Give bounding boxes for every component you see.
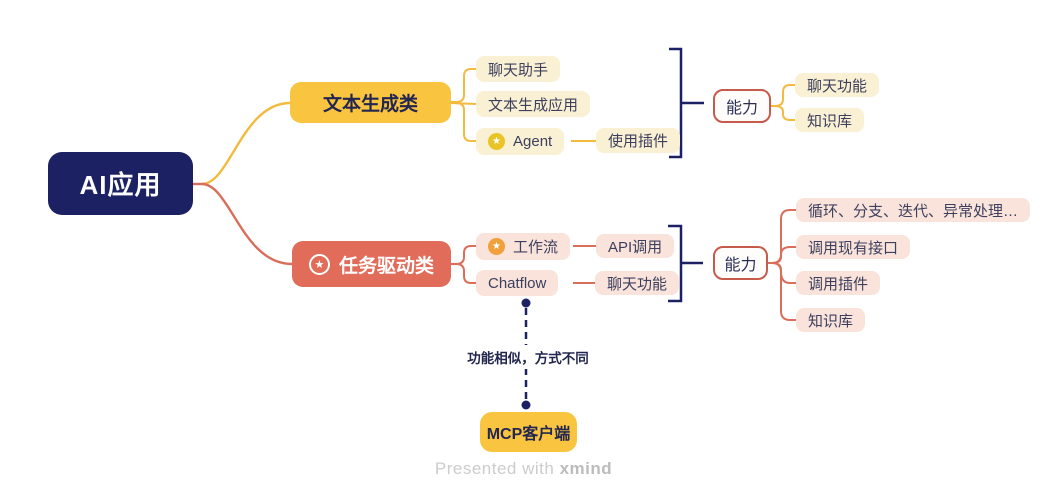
- capability-2-label: 能力: [724, 257, 757, 274]
- subtopic-chatflow[interactable]: Chatflow: [476, 270, 559, 296]
- subtopic-chat-assistant-label: 聊天助手: [488, 61, 549, 79]
- relationship-label-text: 功能相似，方式不同: [467, 351, 589, 366]
- subtopic-agent-label: Agent: [513, 133, 553, 150]
- capability-1-item-chat-feature[interactable]: 聊天功能: [795, 73, 880, 97]
- main-topic-text-gen[interactable]: 文本生成类: [290, 82, 451, 123]
- capability-2-item-existing-api-label: 调用现有接口: [808, 239, 899, 257]
- capability-1-label: 能力: [725, 100, 758, 117]
- subtopic-text-gen-app[interactable]: 文本生成应用: [476, 91, 591, 117]
- subtopic-api-call-label: API调用: [608, 238, 663, 256]
- subtopic-chatflow-chat-feature-label: 聊天功能: [607, 275, 668, 293]
- summary-topic-capability-2[interactable]: 能力: [713, 246, 768, 280]
- connector-textgen-to-agent: [451, 102, 476, 142]
- star-glyph: ★: [492, 136, 501, 147]
- floating-topic-mcp-client-label: MCP客户端: [486, 426, 571, 443]
- capability-2-item-knowledge-base-label: 知识库: [808, 312, 854, 330]
- subtopic-chatflow-chat-feature[interactable]: 聊天功能: [595, 271, 680, 295]
- subtopic-use-plugin-label: 使用插件: [608, 133, 669, 150]
- capability-1-item-knowledge-base[interactable]: 知识库: [795, 108, 865, 132]
- star-icon: ★: [488, 133, 505, 150]
- relationship-label[interactable]: 功能相似，方式不同: [460, 345, 596, 369]
- capability-2-item-call-plugin-label: 调用插件: [808, 275, 869, 293]
- relationship-dot-bottom: [521, 400, 531, 410]
- watermark-brand: xmind: [559, 459, 613, 478]
- main-topic-task-driven[interactable]: ★ 任务驱动类: [292, 241, 451, 287]
- watermark: Presented with xmind: [0, 459, 1047, 479]
- subtopic-use-plugin[interactable]: 使用插件: [596, 128, 681, 153]
- capability-2-item-existing-api[interactable]: 调用现有接口: [796, 235, 911, 259]
- capability-2-item-loop-branch-label: 循环、分支、迭代、异常处理…: [808, 202, 1019, 220]
- main-topic-task-driven-label: 任务驱动类: [338, 255, 434, 277]
- subtopic-workflow-label: 工作流: [513, 239, 559, 256]
- capability-1-item-chat-feature-label: 聊天功能: [807, 77, 868, 95]
- summary-topic-capability-1[interactable]: 能力: [713, 89, 771, 123]
- floating-topic-mcp-client[interactable]: MCP客户端: [480, 412, 577, 452]
- star-glyph: ★: [314, 258, 325, 271]
- connector-cap1-to-kb: [771, 105, 795, 121]
- capability-2-item-loop-branch[interactable]: 循环、分支、迭代、异常处理…: [796, 198, 1031, 222]
- connector-root-to-text-gen: [201, 101, 291, 186]
- capability-1-item-knowledge-base-label: 知识库: [807, 112, 853, 130]
- connector-cap1-to-chatfeature: [771, 84, 795, 107]
- star-icon: ★: [488, 238, 505, 255]
- subtopic-workflow[interactable]: ★ 工作流: [476, 233, 571, 260]
- main-topic-text-gen-label: 文本生成类: [322, 94, 418, 115]
- root-topic-ai-app[interactable]: AI应用: [48, 152, 193, 215]
- connector-taskdriven-to-workflow: [451, 245, 476, 265]
- subtopic-chatflow-label: Chatflow: [488, 274, 547, 292]
- subtopic-chat-assistant[interactable]: 聊天助手: [476, 56, 561, 82]
- capability-2-item-knowledge-base[interactable]: 知识库: [796, 308, 866, 332]
- subtopic-api-call[interactable]: API调用: [596, 234, 675, 258]
- connector-root-to-task-driven: [201, 182, 293, 266]
- connector-cap2-to-kb: [768, 262, 796, 321]
- relationship-dot-top: [521, 298, 531, 308]
- connector-taskdriven-to-chatflow: [451, 263, 476, 284]
- capability-2-item-call-plugin[interactable]: 调用插件: [796, 271, 881, 295]
- connector-cap2-to-existing-api: [768, 246, 796, 264]
- root-topic-label: AI应用: [79, 170, 162, 200]
- star-ring-icon: ★: [308, 253, 330, 275]
- connector-textgen-to-chat-assistant: [451, 68, 476, 103]
- subtopic-agent[interactable]: ★ Agent: [476, 128, 565, 155]
- watermark-prefix: Presented with: [434, 459, 555, 478]
- star-glyph: ★: [492, 241, 501, 252]
- subtopic-text-gen-app-label: 文本生成应用: [488, 96, 579, 114]
